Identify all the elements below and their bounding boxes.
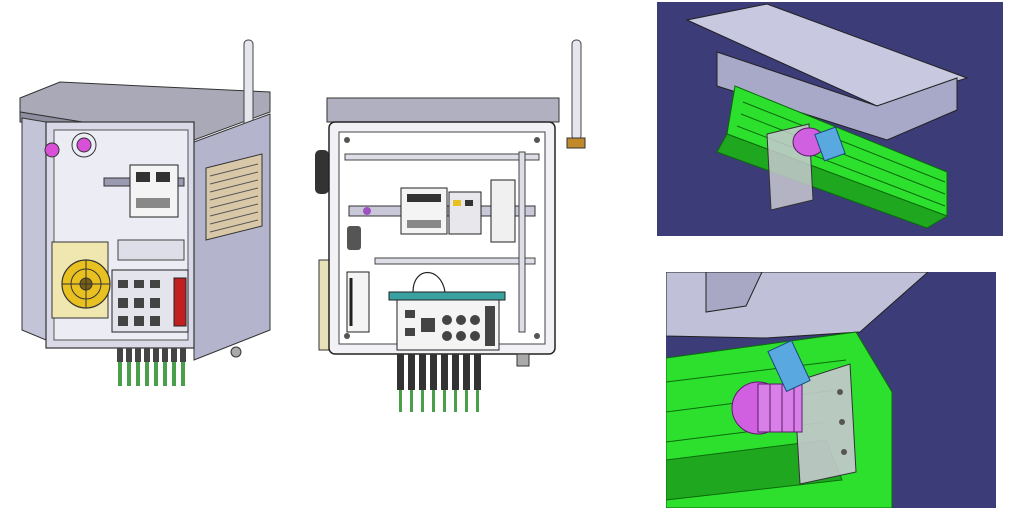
cable-bundle bbox=[397, 354, 481, 412]
drain-plug bbox=[230, 346, 242, 358]
module-indicator bbox=[453, 200, 461, 206]
vertical-duct bbox=[518, 151, 526, 333]
module-terminal bbox=[407, 194, 441, 202]
board-component bbox=[134, 298, 144, 308]
rail-sensor-render-top bbox=[657, 2, 1003, 236]
cable-duct bbox=[117, 239, 185, 261]
cable-duct bbox=[374, 257, 536, 265]
module-terminal bbox=[156, 172, 170, 182]
cable-gland-ring bbox=[71, 132, 97, 158]
rail-sensor-cad-view-top bbox=[657, 2, 1003, 236]
enclosure-isometric-view bbox=[8, 30, 293, 400]
board-component bbox=[456, 315, 466, 325]
terminal-block bbox=[485, 306, 495, 346]
beam-flange bbox=[685, 3, 969, 107]
drain-plug bbox=[516, 353, 530, 367]
enclosure-isometric-drawing bbox=[19, 39, 271, 386]
enclosure-roof bbox=[326, 97, 560, 123]
enclosure-front-view bbox=[305, 30, 605, 440]
side-vent bbox=[318, 259, 330, 351]
rail-sensor-cad-view-bottom bbox=[666, 272, 996, 508]
power-supply bbox=[490, 179, 516, 243]
cable-duct bbox=[344, 153, 540, 161]
beam-web bbox=[716, 51, 958, 141]
enclosure-side-wall bbox=[193, 113, 271, 361]
bracket-screw bbox=[839, 419, 845, 425]
side-gland bbox=[315, 150, 329, 194]
enclosure-front-drawing bbox=[315, 39, 586, 412]
connector bbox=[347, 226, 361, 250]
board-component bbox=[134, 280, 144, 288]
board-component bbox=[150, 316, 160, 326]
antenna-icon bbox=[566, 39, 586, 149]
bracket-screw bbox=[837, 389, 843, 395]
corner-screw bbox=[534, 333, 540, 339]
board-component bbox=[442, 331, 452, 341]
board-component bbox=[150, 280, 160, 288]
sensor-probe bbox=[767, 339, 811, 393]
board-component bbox=[118, 280, 128, 288]
module-terminal-strip bbox=[407, 220, 441, 228]
cable-bundle bbox=[117, 348, 186, 386]
enclosure-door bbox=[21, 117, 47, 341]
relay-module bbox=[448, 191, 482, 235]
board-component bbox=[421, 318, 435, 332]
ground-point bbox=[363, 207, 371, 215]
board-component bbox=[442, 315, 452, 325]
corner-screw bbox=[344, 333, 350, 339]
module-terminal bbox=[136, 172, 150, 182]
beam-channel bbox=[705, 272, 763, 313]
sensor-barrel bbox=[757, 383, 803, 433]
cable-gland bbox=[44, 142, 60, 158]
board-component bbox=[134, 316, 144, 326]
bracket-screw bbox=[841, 449, 847, 455]
terminal-header bbox=[388, 291, 506, 301]
corner-screw bbox=[534, 137, 540, 143]
board-component bbox=[405, 328, 415, 336]
vent-grille-icon bbox=[205, 153, 263, 241]
rail-sensor-render-bottom bbox=[666, 272, 996, 508]
board-component bbox=[405, 310, 415, 318]
board-component bbox=[456, 331, 466, 341]
corner-screw bbox=[344, 137, 350, 143]
board-component bbox=[118, 298, 128, 308]
board-component bbox=[470, 331, 480, 341]
cable-gland bbox=[76, 137, 92, 153]
fan-icon bbox=[51, 241, 111, 319]
sensor-probe bbox=[814, 126, 846, 162]
module-indicator bbox=[465, 200, 473, 206]
board-component bbox=[150, 298, 160, 308]
module-terminal-strip bbox=[136, 198, 170, 208]
board-component bbox=[470, 315, 480, 325]
board-component bbox=[118, 316, 128, 326]
wire bbox=[412, 272, 446, 293]
terminal-block bbox=[173, 277, 187, 327]
